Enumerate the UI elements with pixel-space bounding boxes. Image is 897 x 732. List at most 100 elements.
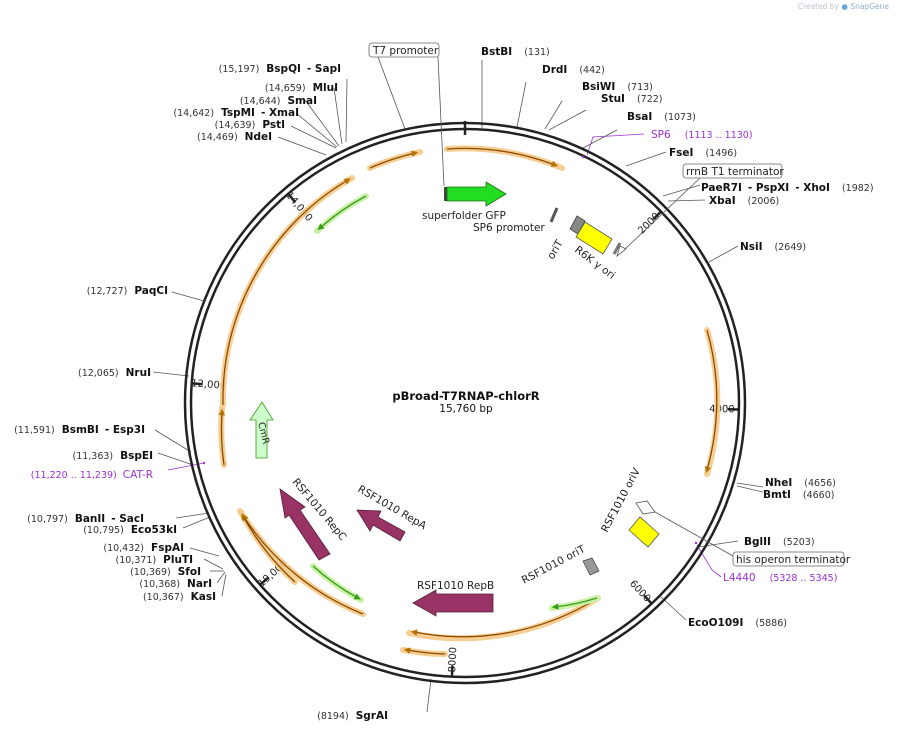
site-coord: (10,432) xyxy=(103,543,144,554)
site-label: SfoI(10,369) xyxy=(130,566,201,578)
primer-labels: SP6(1113 .. 1130)L4440(5328 .. 5345)CAT-… xyxy=(31,129,838,584)
site-label: NheI (4656) xyxy=(765,477,836,489)
tick-mark xyxy=(259,576,270,586)
site-label: DrdI(442) xyxy=(542,64,605,76)
site-label: BglII(5203) xyxy=(744,536,815,548)
rsf1010-orit-mark xyxy=(582,557,600,576)
plasmid-size: 15,760 bp xyxy=(439,403,493,415)
primer-name: CAT-R xyxy=(123,469,153,481)
tick-label: 4000 xyxy=(709,404,735,416)
site-coord: (10,371) xyxy=(116,555,157,566)
site-coord: (1982) xyxy=(842,183,874,194)
site-extra: - SacI xyxy=(111,513,144,525)
site-name: BspQI xyxy=(266,63,301,75)
site-extra: - Esp3I xyxy=(105,424,145,436)
site-coord: (4660) xyxy=(803,490,835,501)
primer-name: SP6 xyxy=(651,129,671,141)
boxed-feature-labels: T7 promoter rrnB T1 terminator his opero… xyxy=(368,42,851,567)
site-coord: (10,369) xyxy=(130,567,171,578)
site-name: BsmBI xyxy=(62,424,99,436)
label-rsf1010-repb: RSF1010 RepB xyxy=(417,580,494,592)
credit-prefix: Created by xyxy=(797,2,839,11)
site-label: NarI (10,368) xyxy=(139,578,212,590)
label-superfolder-gfp: superfolder GFP xyxy=(422,210,506,222)
site-label: KasI(10,367) xyxy=(143,591,216,603)
site-coord: (2006) xyxy=(748,196,780,207)
primer-coord: (11,220 .. 11,239) xyxy=(31,470,117,481)
site-name: NarI xyxy=(187,578,212,590)
site-label: PluTI (10,371) xyxy=(116,554,194,566)
site-label: BsiWI(713) xyxy=(582,81,653,93)
site-coord: (12,065) xyxy=(78,368,119,379)
label-cmr: CmR xyxy=(255,421,271,446)
site-name: NsiI xyxy=(740,241,763,253)
site-label: NsiI (2649) xyxy=(740,241,806,253)
site-label: BsaI(1073) xyxy=(627,111,696,123)
rsf1010-repc-arrow xyxy=(279,488,331,561)
backbone xyxy=(183,121,747,685)
site-name: FseI xyxy=(669,147,693,159)
site-coord: (2649) xyxy=(775,242,807,253)
site-coord: (4656) xyxy=(804,478,836,489)
site-coord: (14,639) xyxy=(215,120,256,131)
site-name: StuI xyxy=(601,93,625,105)
label-his-operon-terminator: his operon terminator xyxy=(736,554,851,566)
site-coord: (10,368) xyxy=(139,579,180,590)
label-rsf1010-orit: RSF1010 oriT xyxy=(520,543,588,587)
site-label: BspEI(11,363) xyxy=(72,450,153,462)
site-name: BsiWI xyxy=(582,81,615,93)
superfolder-gfp-arrow xyxy=(446,181,507,207)
site-name: DrdI xyxy=(542,64,567,76)
rsf1010-oriv-box xyxy=(628,516,660,548)
site-coord: (14,642) xyxy=(173,108,214,119)
site-extra: - SapI xyxy=(307,63,341,75)
tick-mark xyxy=(191,382,203,386)
plasmid-name: pBroad-T7RNAP-chlorR xyxy=(392,389,539,403)
site-label: StuI(722) xyxy=(601,93,663,105)
snapgene-logo-icon: ● xyxy=(841,2,848,11)
site-name: NheI xyxy=(765,477,792,489)
primer-name: L4440 xyxy=(723,572,756,584)
credit-brand: SnapGene xyxy=(850,2,889,11)
gfp-start-marker xyxy=(444,187,447,201)
site-label: PstI(14,639) xyxy=(215,119,285,131)
primer-coord: (1113 .. 1130) xyxy=(685,130,753,141)
site-extra: - XhoI xyxy=(795,182,830,194)
cmr-arrow xyxy=(249,401,274,459)
site-leader-lines xyxy=(152,56,764,713)
site-coord: (10,797) xyxy=(27,514,68,525)
site-label: PaeR7I- PspXI- XhoI(1982) xyxy=(701,182,874,194)
site-name: NdeI xyxy=(245,131,272,143)
site-coord: (5203) xyxy=(783,537,815,548)
site-name: PaqCI xyxy=(134,285,168,297)
rsf1010-repb-arrow xyxy=(412,589,494,617)
site-name: PluTI xyxy=(163,554,193,566)
primer-label: CAT-R (11,220 .. 11,239) xyxy=(31,469,153,481)
tick-label: 12,000 xyxy=(191,378,227,391)
site-name: EcoO109I xyxy=(688,617,743,629)
site-label: FseI(1496) xyxy=(669,147,737,159)
restriction-site-labels: BstBI(131)DrdI(442)BsiWI(713)StuI(722)Bs… xyxy=(14,46,873,722)
tick-mark xyxy=(652,210,662,221)
site-coord: (8194) xyxy=(317,711,349,722)
tick-mark xyxy=(643,594,653,605)
primer-label: SP6 (1113 .. 1130) xyxy=(651,129,753,141)
site-coord: (11,363) xyxy=(72,451,113,462)
label-sp6-promoter: SP6 promoter xyxy=(473,222,545,234)
site-name: Eco53kI xyxy=(131,524,177,536)
site-extra: - XmaI xyxy=(261,107,299,119)
tick-mark xyxy=(287,192,297,203)
site-label: PaqCI(12,727) xyxy=(87,285,168,297)
site-label: SmaI(14,644) xyxy=(240,95,317,107)
site-coord: (10,795) xyxy=(83,525,124,536)
site-label: BstBI(131) xyxy=(481,46,550,58)
feature-arcs xyxy=(218,145,721,657)
site-label: XbaI(2006) xyxy=(709,195,779,207)
site-coord: (14,644) xyxy=(240,96,281,107)
site-label: NruI(12,065) xyxy=(78,367,151,379)
site-name: MluI xyxy=(313,82,338,94)
site-name: TspMI xyxy=(221,107,255,119)
